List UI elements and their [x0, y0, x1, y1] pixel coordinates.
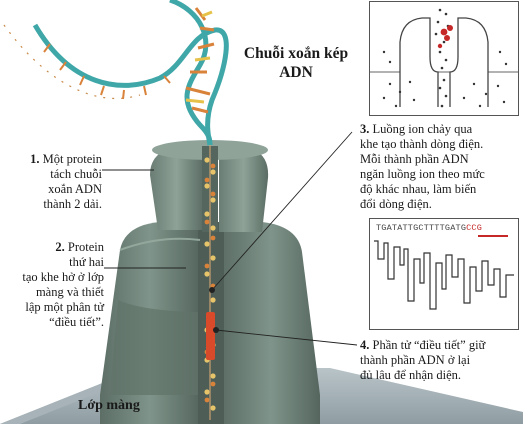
- current-signal-inset: TGATATTGCTTTTGATGCCG: [369, 218, 519, 330]
- step-3-label: 3. Luồng ion chảy qua khe tạo thành dòng…: [360, 122, 485, 211]
- pore-protein: [100, 222, 320, 424]
- dna-sequence-readout: TGATATTGCTTTTGATGCCG: [376, 223, 483, 233]
- adapter-molecule: [206, 312, 215, 360]
- membrane-label: Lớp màng: [78, 398, 140, 413]
- pore-closeup-inset: [369, 1, 519, 116]
- dna-double-helix: [3, 0, 229, 146]
- leader-dot-4: [213, 327, 219, 333]
- step-1-label: 1. Một protein tách chuỗi xoắn ADN thành…: [30, 152, 102, 211]
- dna-strand-through-pore: [204, 145, 216, 420]
- step-4-label: 4. Phần tử “điều tiết” giữ thành phần AD…: [360, 338, 486, 382]
- diagram-title: Chuỗi xoắn kép ADN: [243, 45, 349, 81]
- leader-lines: [102, 131, 358, 346]
- leader-dot-3: [209, 287, 215, 293]
- pore-closeup-drawing: [370, 8, 518, 108]
- current-trace-chart: [374, 235, 514, 310]
- step-2-label: 2. Protein thứ hai tạo khe hở ở lớp màng…: [22, 240, 104, 329]
